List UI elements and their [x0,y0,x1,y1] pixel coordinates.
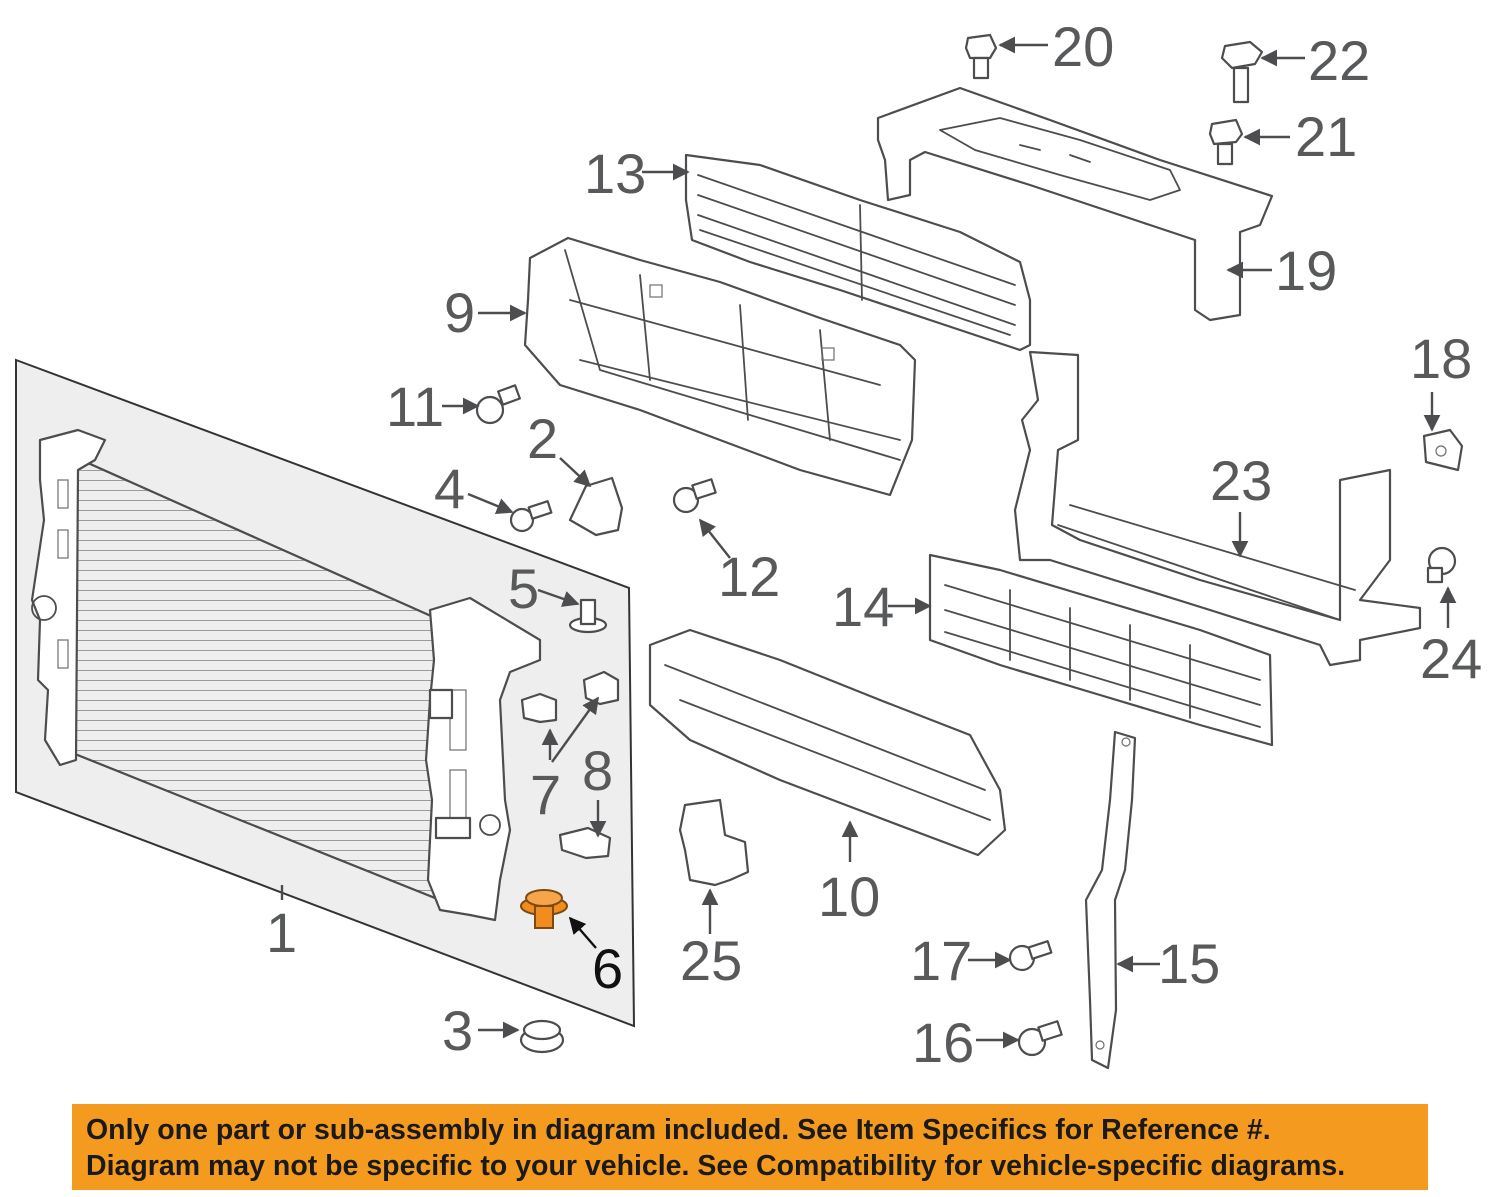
leader-lines [280,36,1457,1049]
callout-12: 12 [718,545,780,608]
fasteners [475,33,1464,1057]
upper-tie-bar-part [876,86,1274,322]
callout-22: 22 [1308,29,1370,92]
highlighted-fastener-6 [520,889,568,929]
duct-bracket-part [678,798,750,887]
callout-2: 2 [527,407,558,470]
callout-19: 19 [1275,239,1337,302]
radiator-assembly-part [15,358,636,1028]
lower-air-deflector-part [523,236,917,497]
callout-20: 20 [1052,15,1114,78]
callout-10: 10 [818,865,880,928]
side-bracket-part [1084,730,1137,1070]
lower-grille-part [928,553,1274,747]
callout-4: 4 [434,457,465,520]
callout-11: 11 [386,375,444,438]
callout-21: 21 [1295,105,1357,168]
callout-15: 15 [1158,932,1220,995]
lower-support-part [1013,350,1422,667]
callout-17: 17 [910,929,972,992]
disclaimer-line-1: Only one part or sub-assembly in diagram… [86,1114,1271,1146]
callout-8: 8 [582,739,613,802]
callout-16: 16 [912,1011,974,1074]
callout-7: 7 [530,763,561,826]
callout-6: 6 [592,937,623,1000]
callout-labels: 20 22 21 13 19 9 18 11 2 4 23 12 5 14 24… [266,15,1482,1074]
callout-24: 24 [1420,627,1482,690]
radiator-shutter-part [684,153,1032,352]
callout-9: 9 [444,281,475,344]
callout-23: 23 [1210,449,1272,512]
disclaimer-banner: Only one part or sub-assembly in diagram… [72,1104,1428,1190]
disclaimer-line-2: Diagram may not be specific to your vehi… [86,1150,1346,1182]
callout-1: 1 [266,901,297,964]
callout-14: 14 [832,575,894,638]
callout-5: 5 [508,557,539,620]
callout-18: 18 [1410,327,1472,390]
callout-25: 25 [680,929,742,992]
callout-3: 3 [442,999,473,1062]
callout-13: 13 [584,142,646,205]
lower-baffle-part [648,628,1007,857]
